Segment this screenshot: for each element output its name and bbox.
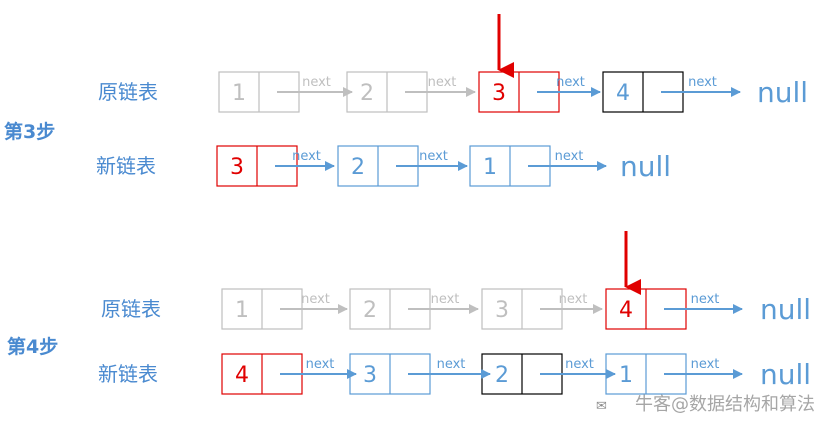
step-label: 第4步 <box>7 335 58 358</box>
next-label: next <box>292 149 321 164</box>
next-label: next <box>431 292 460 307</box>
node-value: 4 <box>616 81 630 106</box>
node-value: 1 <box>619 363 633 388</box>
row-label: 原链表 <box>98 80 158 104</box>
watermark-text: 牛客@数据结构和算法 <box>635 394 815 415</box>
node-value: 4 <box>619 298 633 323</box>
node-value: 3 <box>230 155 244 180</box>
watermark-icon: ✉ <box>596 399 607 414</box>
null-terminal: null <box>757 76 808 109</box>
node-value: 3 <box>495 298 509 323</box>
row-label: 新链表 <box>96 154 156 178</box>
node-value: 2 <box>351 155 365 180</box>
null-terminal: null <box>760 293 811 326</box>
node-value: 1 <box>235 298 249 323</box>
next-label: next <box>556 75 585 90</box>
next-label: next <box>688 75 717 90</box>
node-value: 1 <box>232 81 246 106</box>
next-label: next <box>302 75 331 90</box>
next-label: next <box>565 357 594 372</box>
step-label: 第3步 <box>4 120 55 143</box>
next-label: next <box>428 75 457 90</box>
node-value: 2 <box>360 81 374 106</box>
next-label: next <box>301 292 330 307</box>
node-value: 1 <box>483 155 497 180</box>
next-label: next <box>419 149 448 164</box>
node-value: 2 <box>363 298 377 323</box>
row-label: 新链表 <box>98 362 158 386</box>
next-label: next <box>437 357 466 372</box>
node-value: 3 <box>492 81 506 106</box>
next-label: next <box>691 357 720 372</box>
row-label: 原链表 <box>101 297 161 321</box>
node-value: 2 <box>495 363 509 388</box>
node-value: 4 <box>235 363 249 388</box>
null-terminal: null <box>620 150 671 183</box>
next-label: next <box>691 292 720 307</box>
null-terminal: null <box>760 358 811 391</box>
next-label: next <box>555 149 584 164</box>
next-label: next <box>559 292 588 307</box>
node-value: 3 <box>363 363 377 388</box>
next-label: next <box>306 357 335 372</box>
